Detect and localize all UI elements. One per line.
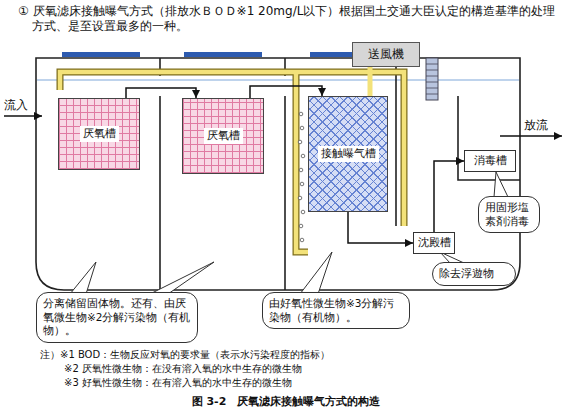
- water-surface: [37, 80, 519, 81]
- figure-heading: ① 厌氧滤床接触曝气方式（排放水ＢＯＤ※1 20mg/L以下）根据国土交通大臣认…: [18, 4, 566, 34]
- footnote: ※2 厌氧性微生物：在没有溶入氧的水中生存的微生物: [64, 362, 302, 376]
- air-bubbles: [298, 112, 305, 242]
- node-text: 接触曝气槽: [318, 146, 379, 161]
- anaerobic-filter-media: 厌氧槽: [58, 98, 140, 170]
- footnote: ※3 好氧性微生物：在有溶入氧的水中生存的微生物: [64, 376, 292, 390]
- footnote: 注）※1 BOD：生物反应对氧的要求量（表示水污染程度的指标）: [40, 348, 330, 362]
- node-text: 厌氧槽: [204, 128, 243, 143]
- node-text: 消毒槽: [474, 154, 507, 167]
- air-pipe: [368, 67, 373, 96]
- callout-bubble: 由好氧性微生物※3分解污染物（有机物）。: [262, 292, 410, 329]
- node-text: 除去浮遊物: [439, 267, 509, 281]
- flow-label: 放流: [524, 117, 548, 134]
- flow-label: 流入: [4, 97, 28, 114]
- blower-box: 送風機: [352, 42, 420, 67]
- tank-lid: [62, 52, 140, 57]
- node-text: 分离储留固体物。还有、由厌氧微生物※2分解污染物（有机物）。: [43, 297, 191, 338]
- contact-aeration-media: 接触曝气槽: [308, 96, 388, 212]
- inflow-arrow: [4, 115, 42, 117]
- callout-bubble: 除去浮遊物: [432, 262, 516, 286]
- node-text: 厌氧槽: [80, 126, 119, 141]
- tank-wall: [160, 58, 520, 290]
- callout-bubble: 分离储留固体物。还有、由厌氧微生物※2分解污染物（有机物）。: [36, 292, 198, 343]
- flow-arrow: [348, 212, 413, 243]
- node-text: 用固形塩素剤消毒: [485, 201, 533, 228]
- outflow-arrow: [500, 135, 562, 137]
- anaerobic-filter-media: 厌氧槽: [182, 98, 264, 174]
- tank-tag: 消毒槽: [464, 150, 516, 172]
- node-text: 送風機: [368, 47, 404, 61]
- node-text: 由好氧性微生物※3分解污染物（有机物）。: [269, 297, 403, 324]
- vent-pipe: [426, 58, 438, 100]
- flow-arrow: [434, 161, 464, 232]
- vent-pipe: [426, 64, 438, 94]
- node-text: 沈殿槽: [418, 236, 451, 249]
- tank-lid: [184, 52, 262, 57]
- callout-tail: [70, 172, 508, 294]
- figure-caption: 图 3-2 厌氧滤床接触曝气方式的构造: [0, 394, 572, 409]
- tank-outline: [36, 58, 520, 290]
- tank-tag: 沈殿槽: [413, 232, 455, 254]
- callout-bubble: 用固形塩素剤消毒: [478, 196, 540, 233]
- flow-arrow: [126, 88, 196, 98]
